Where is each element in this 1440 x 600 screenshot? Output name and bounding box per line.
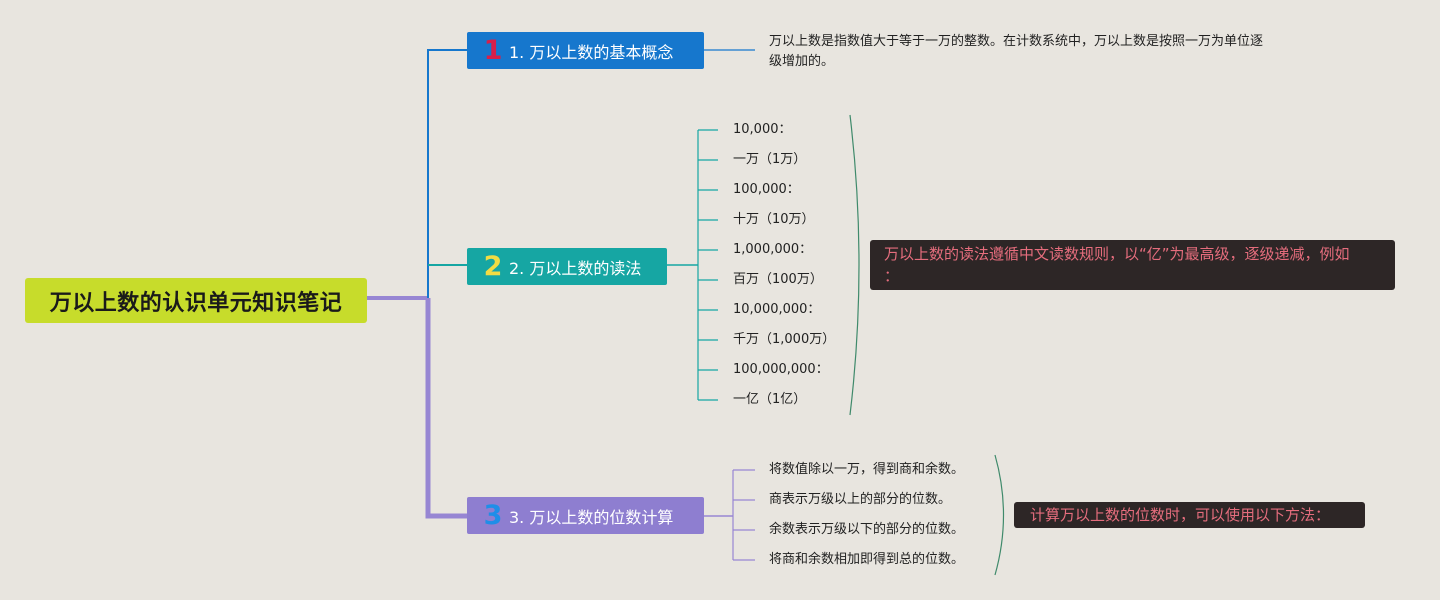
branch-label-1: 1. 万以上数的基本概念 <box>509 42 674 62</box>
branch2-brace <box>849 114 860 416</box>
branch2-leaf[interactable]: 百万（100万） <box>733 272 823 287</box>
branch3-leaf[interactable]: 将数值除以一万，得到商和余数。 <box>769 462 965 477</box>
branch3-connector <box>425 298 467 519</box>
branch-topic-1[interactable]: 1 1. 万以上数的基本概念 <box>467 32 704 69</box>
number-two-icon: 2 <box>483 251 503 282</box>
branch2-leaf[interactable]: 千万（1,000万） <box>733 332 836 347</box>
branch2-leaf[interactable]: 10,000： <box>733 122 792 137</box>
branch3-leaf[interactable]: 余数表示万级以下的部分的位数。 <box>769 522 965 537</box>
branch1-description: 万以上数是指数值大于等于一万的整数。在计数系统中，万以上数是按照一万为单位逐级增… <box>769 34 1264 69</box>
branch2-leaf[interactable]: 100,000,000： <box>733 362 829 377</box>
branch2-leaf[interactable]: 1,000,000： <box>733 242 813 257</box>
number-one-icon: 1 <box>483 35 503 66</box>
branch2-note-line1: 万以上数的读法遵循中文读数规则，以“亿”为最高级，逐级递减，例如 <box>884 245 1350 263</box>
branch1-connector <box>427 49 467 298</box>
branch2-leaf[interactable]: 100,000： <box>733 182 800 197</box>
branch2-leaf[interactable]: 一万（1万） <box>733 152 807 167</box>
root-topic[interactable]: 万以上数的认识单元知识笔记 <box>25 278 367 323</box>
branch3-leaf[interactable]: 将商和余数相加即得到总的位数。 <box>769 552 965 567</box>
branch-topic-3[interactable]: 3 3. 万以上数的位数计算 <box>467 497 704 534</box>
branch-label-2: 2. 万以上数的读法 <box>509 258 642 278</box>
branch3-brace <box>994 454 1005 576</box>
branch-label-3: 3. 万以上数的位数计算 <box>509 507 674 527</box>
branch2-leaf[interactable]: 10,000,000： <box>733 302 821 317</box>
branch3-note[interactable]: 计算万以上数的位数时，可以使用以下方法： <box>1014 502 1365 528</box>
branch-topic-2[interactable]: 2 2. 万以上数的读法 <box>467 248 667 285</box>
branch2-note[interactable]: 万以上数的读法遵循中文读数规则，以“亿”为最高级，逐级递减，例如 ： <box>870 240 1395 290</box>
branch2-note-line2: ： <box>884 267 900 285</box>
branch2-leaf[interactable]: 十万（10万） <box>733 212 815 227</box>
branch2-leaf[interactable]: 一亿（1亿） <box>733 392 807 407</box>
branch3-leaf[interactable]: 商表示万级以上的部分的位数。 <box>769 492 952 507</box>
number-three-icon: 3 <box>483 500 503 531</box>
